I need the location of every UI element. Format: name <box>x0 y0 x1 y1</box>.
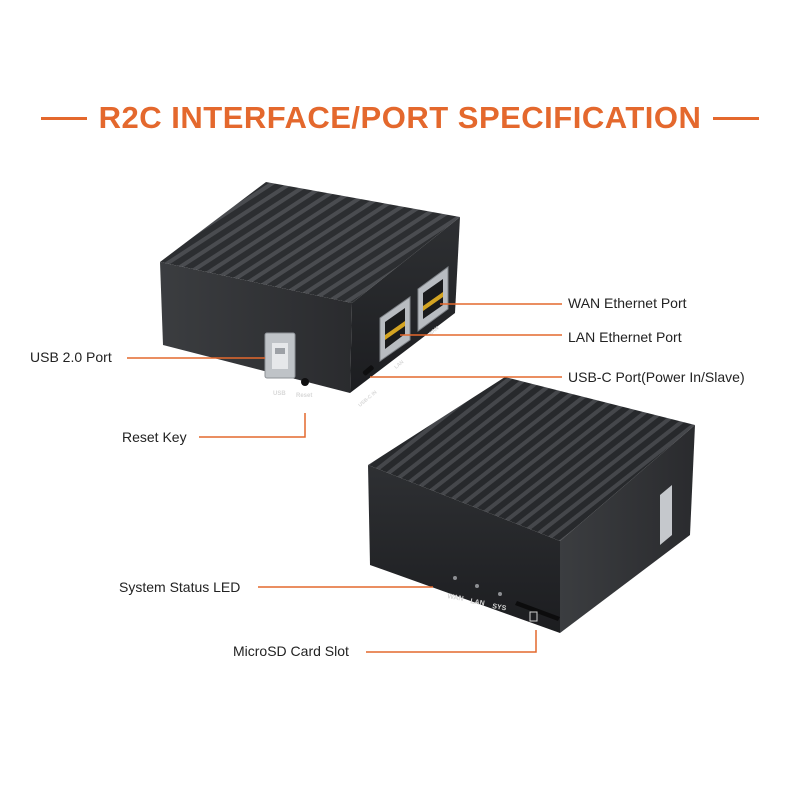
usb-c-port <box>362 365 374 376</box>
label-usb-c-port: USB-C Port(Power In/Slave) <box>568 369 745 385</box>
callout-line-sd <box>366 630 537 653</box>
device-rear-view: USB Reset USB-C IN LAN WAN <box>160 182 460 409</box>
lan-rj45-port <box>379 296 411 362</box>
led-wan <box>453 576 457 580</box>
device2-front-face <box>368 465 560 633</box>
device-front-view: WAN LAN SYS <box>368 377 695 633</box>
device2-usb-glimpse <box>660 485 672 545</box>
marking-lan: LAN <box>393 359 405 370</box>
reset-hole <box>301 378 309 386</box>
title-text: R2C INTERFACE/PORT SPECIFICATION <box>98 100 702 135</box>
marking-usb: USB <box>273 391 286 397</box>
led-sys <box>498 592 502 596</box>
callout-lines <box>127 303 562 653</box>
wan-rj45-port <box>417 266 449 332</box>
device2-heatsink-top <box>368 377 695 541</box>
marking-led-lan: LAN <box>470 598 485 607</box>
label-usb-2-port: USB 2.0 Port <box>30 349 112 365</box>
label-wan-ethernet-port: WAN Ethernet Port <box>568 295 687 311</box>
label-microsd-card-slot: MicroSD Card Slot <box>233 643 349 659</box>
usb-a-port <box>264 332 296 379</box>
marking-usb-c: USB-C IN <box>357 389 378 408</box>
title-dash-right <box>713 116 760 120</box>
microsd-slot <box>515 601 560 621</box>
device1-left-face <box>160 262 352 393</box>
label-system-status-led: System Status LED <box>119 579 241 595</box>
sd-card-icon <box>529 611 538 622</box>
title-dash-left <box>40 116 87 120</box>
marking-reset: Reset <box>296 393 312 399</box>
callout-line-reset <box>199 413 306 438</box>
marking-led-wan: WAN <box>447 593 464 603</box>
device2-right-face <box>560 425 695 633</box>
label-lan-ethernet-port: LAN Ethernet Port <box>568 329 682 345</box>
led-lan <box>475 584 479 588</box>
device1-heatsink-top <box>160 182 460 303</box>
page-title: R2C INTERFACE/PORT SPECIFICATION <box>0 96 800 140</box>
marking-led-sys: SYS <box>492 603 507 612</box>
label-reset-key: Reset Key <box>122 429 187 445</box>
